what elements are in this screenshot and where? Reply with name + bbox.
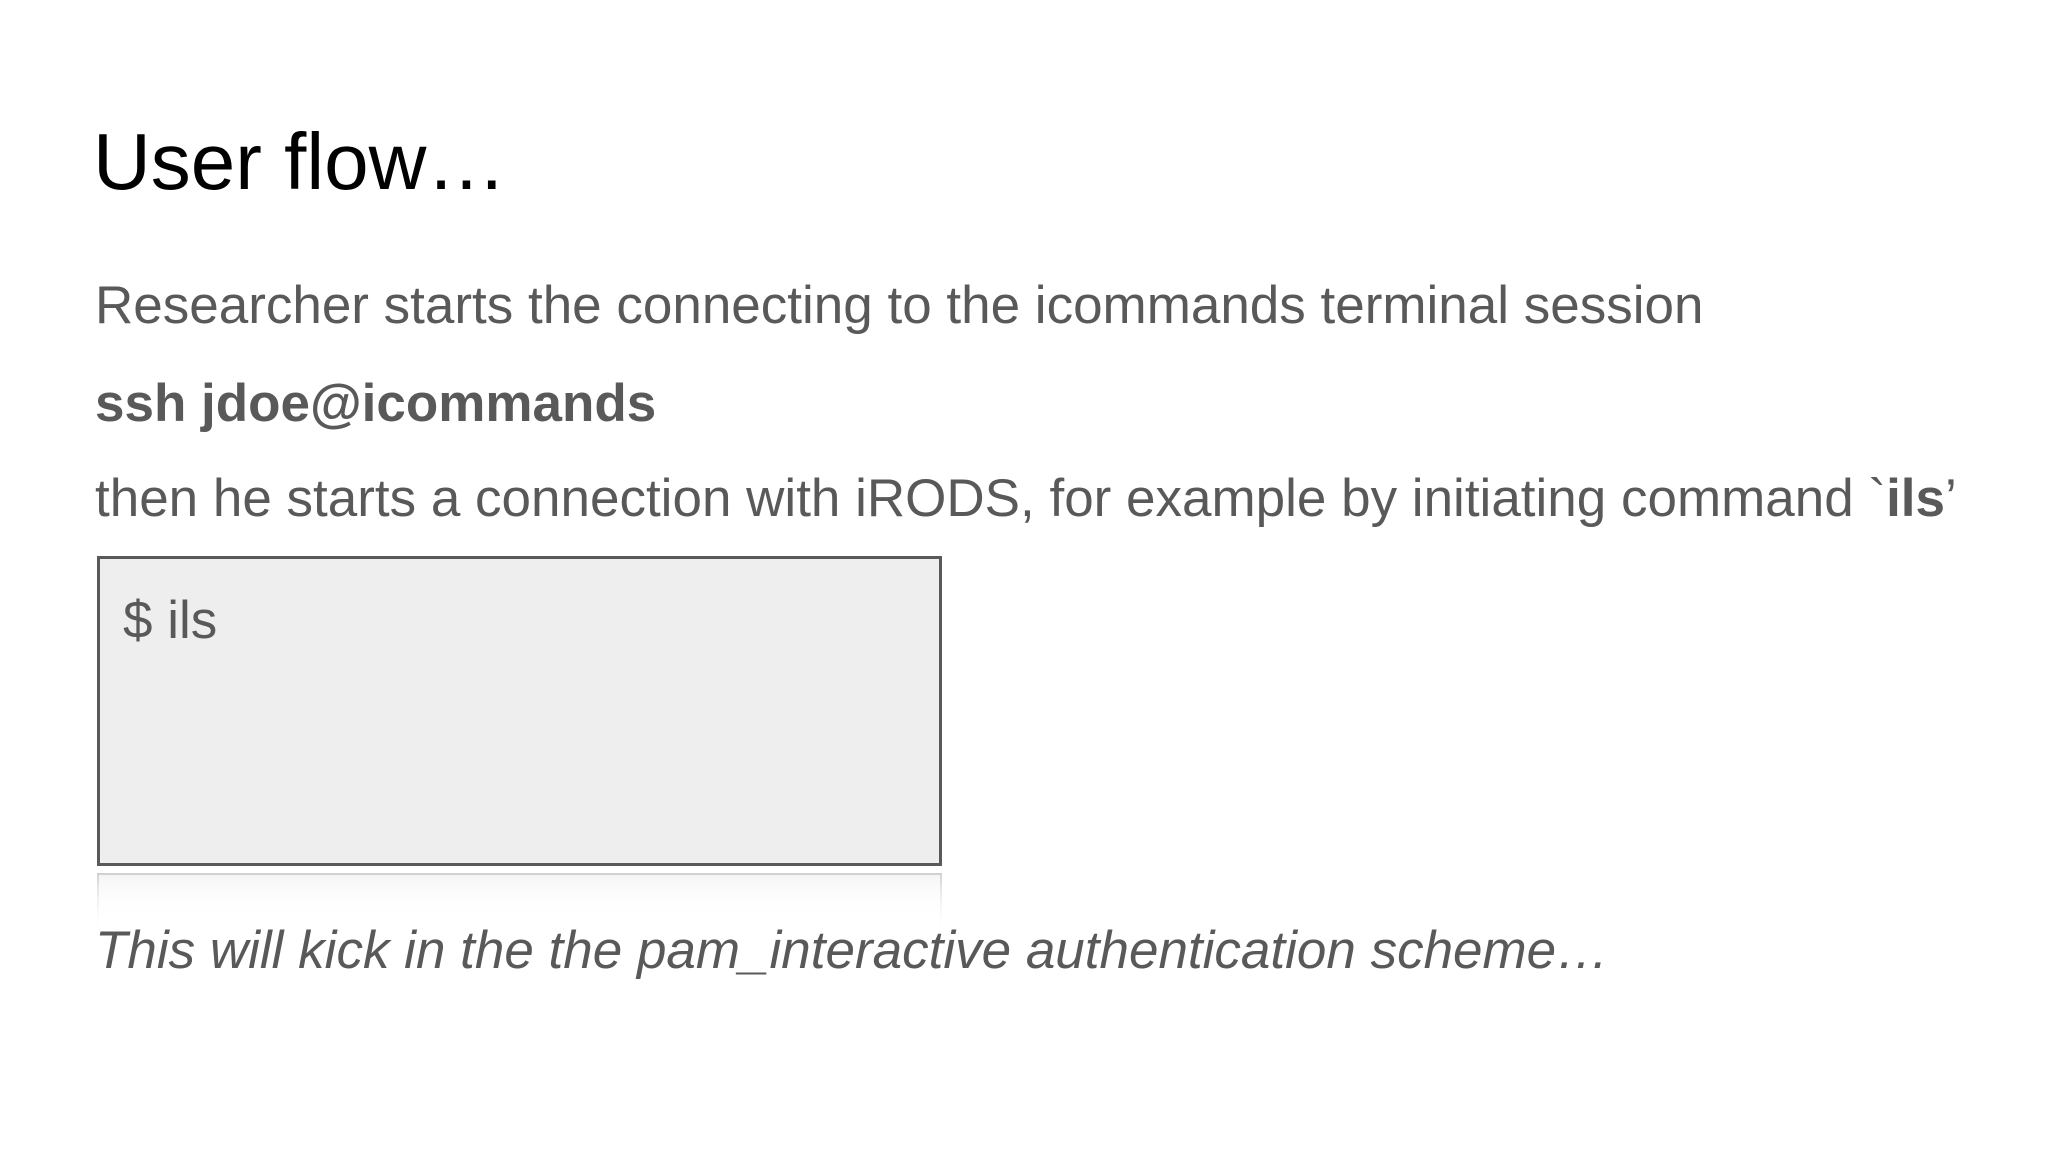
caption-note: This will kick in the the pam_interactiv… <box>95 921 1610 980</box>
body-paragraph-3-prefix: then he starts a connection with iRODS, … <box>95 469 1887 528</box>
body-paragraph-3-ils-command: ils <box>1886 469 1945 528</box>
terminal-command: $ ils <box>123 591 218 650</box>
terminal-box: $ ils <box>97 556 942 866</box>
body-paragraph-1: Researcher starts the connecting to the … <box>95 276 1704 335</box>
body-paragraph-2-ssh-command: ssh jdoe@icommands <box>95 374 657 433</box>
terminal-box-reflection <box>97 873 942 935</box>
body-paragraph-3-suffix: ’ <box>1945 469 1957 528</box>
body-paragraph-3: then he starts a connection with iRODS, … <box>95 467 1957 531</box>
slide-title: User flow… <box>93 117 507 206</box>
